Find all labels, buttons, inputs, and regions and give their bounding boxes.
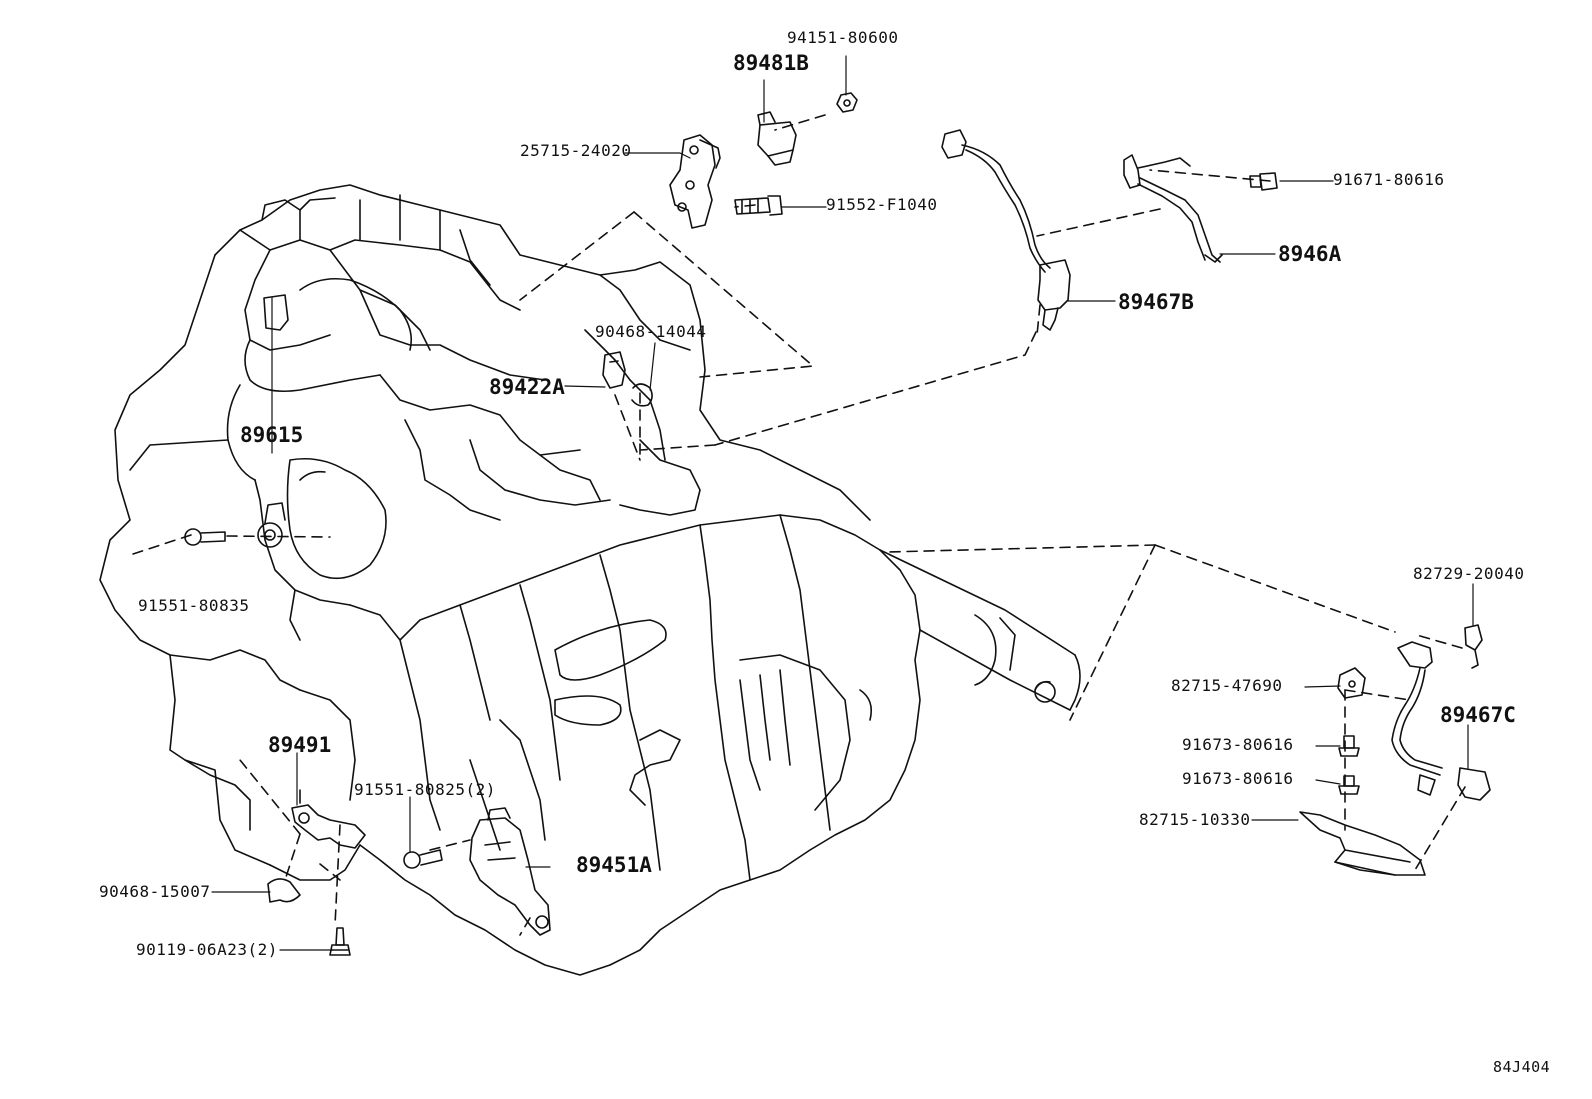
clip-90468-14044 bbox=[631, 383, 653, 407]
bolt-91552-F1040 bbox=[734, 195, 783, 216]
part-label-82715-47690: 82715-47690 bbox=[1171, 676, 1283, 695]
bracket-25715-24020 bbox=[669, 134, 721, 229]
part-label-90468-15007: 90468-15007 bbox=[99, 882, 211, 901]
part-label-91552-F1040: 91552-F1040 bbox=[826, 195, 938, 214]
part-label-82715-10330: 82715-10330 bbox=[1139, 810, 1251, 829]
bolt-91551-80825 bbox=[403, 849, 443, 869]
bolt-91551-80835 bbox=[184, 528, 226, 546]
switch-89451A bbox=[469, 807, 551, 936]
part-label-89481B: 89481B bbox=[733, 51, 809, 75]
part-label-91673-80616-upper: 91673-80616 bbox=[1182, 735, 1294, 754]
part-label-89467B: 89467B bbox=[1118, 290, 1194, 314]
sensor-89467B bbox=[941, 129, 1071, 331]
bolt-91671-80616 bbox=[1249, 172, 1278, 191]
sensor-89491 bbox=[291, 789, 366, 849]
part-label-89491: 89491 bbox=[268, 733, 332, 757]
part-label-90119-06A23: 90119-06A23(2) bbox=[136, 940, 278, 959]
diagram-reference-code: 84J404 bbox=[1493, 1058, 1551, 1076]
part-label-25715-24020: 25715-24020 bbox=[520, 141, 632, 160]
part-label-82729-20040: 82729-20040 bbox=[1413, 564, 1525, 583]
clip-90468-15007 bbox=[267, 878, 301, 903]
bolt-90119-06A23 bbox=[329, 927, 351, 956]
sensor-89422A bbox=[602, 351, 626, 389]
part-label-91551-80835: 91551-80835 bbox=[138, 596, 250, 615]
sensor-89467C bbox=[1391, 641, 1491, 801]
assembly-dashed-lines bbox=[129, 114, 1466, 936]
part-label-89467C: 89467C bbox=[1440, 703, 1516, 727]
label-leader-lines bbox=[211, 55, 1474, 951]
bolt-91673-80616-upper bbox=[1338, 735, 1360, 757]
bolt-91673-80616-lower bbox=[1338, 775, 1360, 795]
part-label-8946A: 8946A bbox=[1278, 242, 1342, 266]
part-label-90468-14044: 90468-14044 bbox=[595, 322, 707, 341]
sensor-89615 bbox=[257, 294, 289, 548]
clamp-8946A bbox=[1123, 154, 1223, 263]
part-label-89615: 89615 bbox=[240, 423, 304, 447]
part-label-89451A: 89451A bbox=[576, 853, 652, 877]
engine-transaxle-assembly bbox=[99, 184, 1081, 976]
part-label-91673-80616-lower: 91673-80616 bbox=[1182, 769, 1294, 788]
clamp-82729-20040 bbox=[1464, 624, 1483, 669]
nut-94151-80600 bbox=[836, 92, 858, 113]
part-label-91551-80825: 91551-80825(2) bbox=[354, 780, 496, 799]
bracket-82715-47690 bbox=[1337, 667, 1366, 699]
part-label-94151-80600: 94151-80600 bbox=[787, 28, 899, 47]
part-label-91671-80616: 91671-80616 bbox=[1333, 170, 1445, 189]
part-label-89422A: 89422A bbox=[489, 375, 565, 399]
protector-82715-10330 bbox=[1299, 811, 1426, 876]
